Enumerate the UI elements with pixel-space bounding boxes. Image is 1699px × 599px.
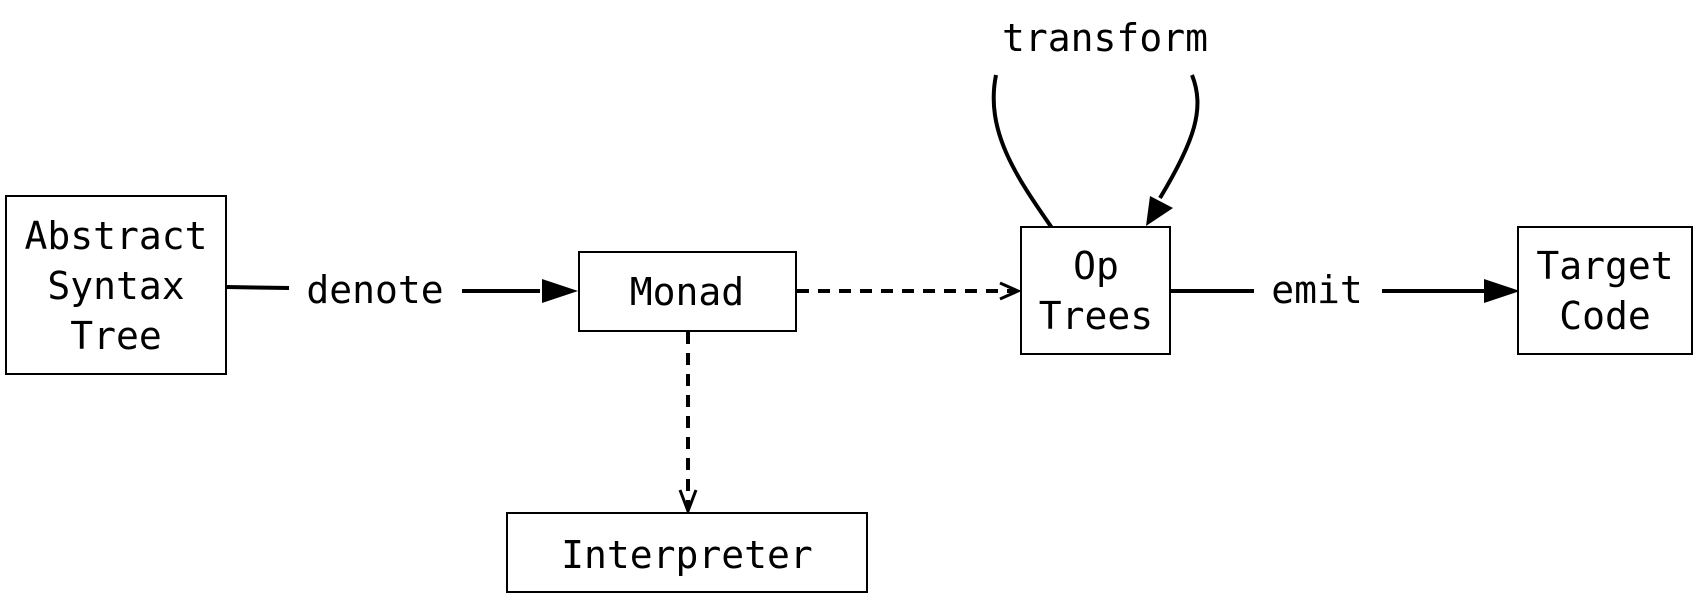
node-op-trees: Op Trees — [1020, 226, 1171, 355]
node-abstract-syntax-tree: Abstract Syntax Tree — [5, 195, 227, 375]
node-monad-label: Monad — [630, 270, 744, 314]
node-target-code-line-1: Target — [1536, 244, 1673, 288]
node-interpreter-box — [506, 512, 868, 593]
edge-transform: transform — [991, 16, 1208, 230]
edge-transform-curve-left — [991, 74, 1054, 230]
edge-emit: emit — [1171, 268, 1520, 312]
node-target-code-line-2: Code — [1559, 294, 1651, 338]
edge-denote-line-start — [225, 285, 290, 290]
node-interpreter-label: Interpreter — [561, 533, 813, 577]
node-op-trees-box — [1020, 226, 1171, 355]
node-op-trees-line-2: Trees — [1039, 294, 1153, 338]
node-interpreter: Interpreter — [506, 512, 868, 593]
edge-monad-to-op-trees-arrowhead — [999, 281, 1022, 301]
edge-monad-to-interpreter — [678, 332, 698, 516]
edge-denote-label: denote — [306, 268, 443, 312]
node-abstract-syntax-tree-line-2: Syntax — [47, 264, 184, 308]
node-abstract-syntax-tree-line-1: Abstract — [24, 214, 207, 258]
edge-monad-to-interpreter-arrowhead — [678, 489, 698, 516]
edge-denote: denote — [225, 268, 578, 312]
edge-transform-arrowhead — [1146, 196, 1173, 226]
node-op-trees-line-1: Op — [1073, 244, 1119, 288]
node-abstract-syntax-tree-line-3: Tree — [70, 314, 162, 358]
node-target-code-box — [1517, 226, 1693, 355]
edge-emit-arrowhead — [1484, 279, 1520, 303]
node-monad: Monad — [578, 251, 797, 332]
node-monad-box — [578, 251, 797, 332]
edge-emit-label: emit — [1271, 268, 1363, 312]
edge-transform-curve-right — [1158, 74, 1200, 200]
edge-monad-to-op-trees — [797, 281, 1022, 301]
node-target-code: Target Code — [1517, 226, 1693, 355]
node-abstract-syntax-tree-box — [5, 195, 227, 375]
edge-transform-label: transform — [1002, 16, 1208, 60]
edge-denote-arrowhead — [542, 279, 578, 303]
